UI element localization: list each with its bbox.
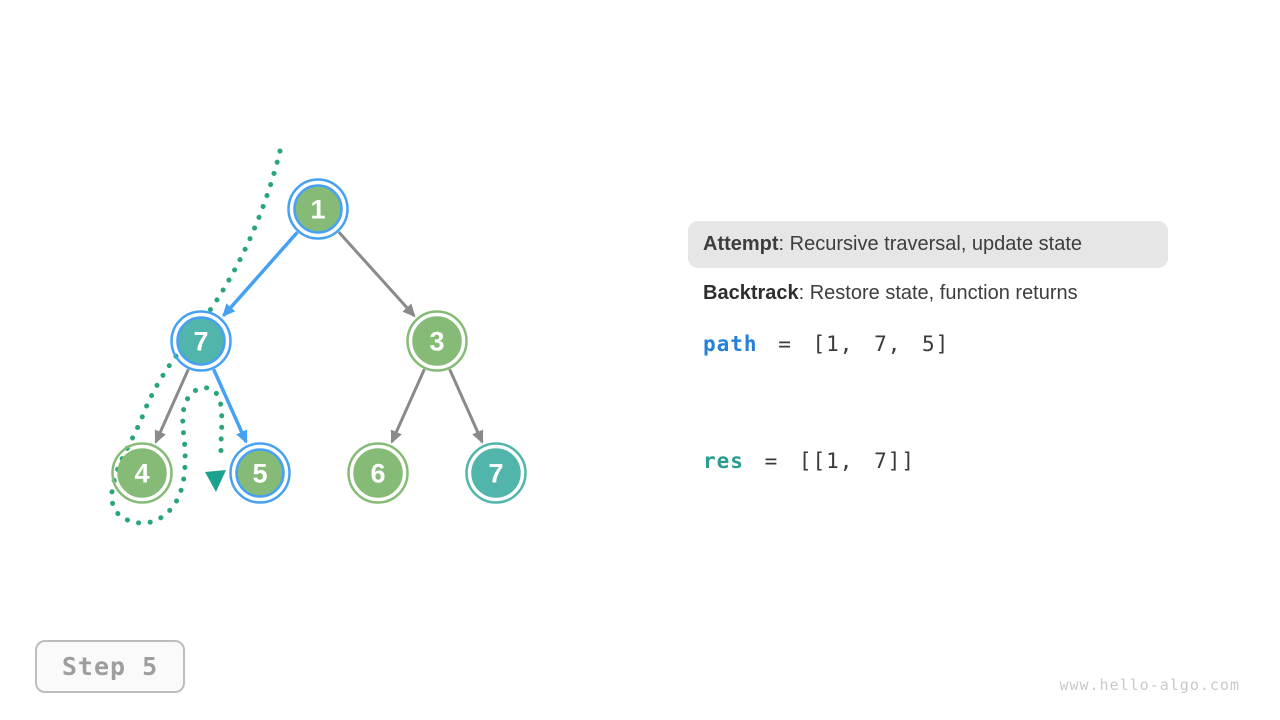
tree-edge-n1-n3	[337, 231, 416, 318]
watermark: www.hello-algo.com	[1059, 676, 1240, 694]
tree-node-6: 6	[347, 442, 409, 504]
backtrack-text: Backtrack: Restore state, function retur…	[703, 282, 1078, 304]
tree-node-5: 5	[229, 442, 291, 504]
tree-edge-n7l-n4	[154, 368, 190, 444]
tree-node-3: 3	[406, 310, 468, 372]
attempt-label: Attempt	[703, 233, 779, 255]
tree-edges	[154, 231, 484, 444]
node-value-label: 1	[310, 195, 325, 225]
tree-edge-n1-n7l	[222, 231, 299, 318]
res-variable-value: = [[1, 7]]	[743, 449, 916, 473]
tree-edge-n3-n6	[390, 368, 426, 444]
node-value-label: 6	[370, 459, 385, 489]
path-variable-value: = [1, 7, 5]	[757, 332, 950, 356]
tree-node-4: 4	[111, 442, 173, 504]
tree-node-7: 7	[170, 310, 232, 372]
res-variable-name: res	[703, 449, 744, 473]
step-indicator: Step 5	[35, 640, 185, 693]
attempt-status-box: Attempt: Recursive traversal, update sta…	[688, 221, 1168, 268]
backtrack-trail-dotted-path	[109, 148, 283, 526]
node-value-label: 5	[252, 459, 267, 489]
path-variable-line: path = [1, 7, 5]	[703, 332, 949, 356]
node-value-label: 7	[193, 327, 208, 357]
path-variable-name: path	[703, 332, 758, 356]
node-value-label: 7	[488, 459, 503, 489]
tree-edge-n3-n7r	[448, 368, 484, 444]
node-value-label: 3	[429, 327, 444, 357]
res-variable-line: res = [[1, 7]]	[703, 449, 915, 473]
tree-diagram: 1 7 3 4 5 6 7	[109, 148, 527, 526]
node-value-label: 4	[134, 459, 149, 489]
backtrack-label: Backtrack	[703, 282, 799, 304]
backtrack-trail-arrowhead-icon	[205, 470, 226, 492]
tree-node-1: 1	[287, 178, 349, 240]
tree-nodes: 1 7 3 4 5 6 7	[111, 178, 527, 504]
attempt-text: Attempt: Recursive traversal, update sta…	[703, 233, 1083, 255]
tree-node-7: 7	[465, 442, 527, 504]
tree-edge-n7l-n5	[212, 368, 248, 444]
